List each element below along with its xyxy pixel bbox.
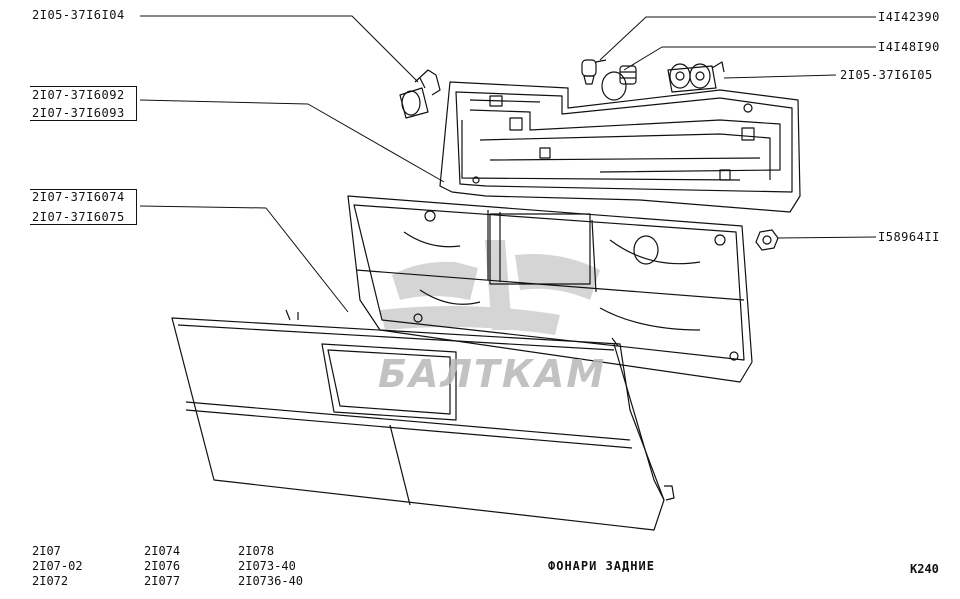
page-code: К240 bbox=[910, 562, 939, 576]
nut bbox=[755, 229, 779, 251]
model-item: 2I078 bbox=[238, 544, 275, 558]
model-item: 2I0736-40 bbox=[238, 574, 304, 588]
part-label-15896411: I58964II bbox=[878, 230, 940, 244]
bulb-large bbox=[601, 65, 637, 101]
model-item: 2I072 bbox=[32, 574, 69, 588]
circuit-plate bbox=[439, 81, 801, 213]
model-item: 2I076 bbox=[144, 559, 181, 573]
part-label-2105-3716104: 2I05-37I6I04 bbox=[32, 8, 125, 22]
part-label-2107-3716074: 2I07-37I6074 bbox=[32, 190, 125, 204]
model-item: 2I074 bbox=[144, 544, 181, 558]
model-item: 2I07-02 bbox=[32, 559, 83, 573]
model-item: 2I077 bbox=[144, 574, 181, 588]
model-list-col1: 2I07 2I07-02 2I072 bbox=[32, 544, 83, 589]
label-bracket-2 bbox=[30, 189, 137, 225]
bulb-socket-right bbox=[667, 61, 725, 93]
watermark-emblem bbox=[380, 240, 600, 335]
model-item: 2I07 bbox=[32, 544, 61, 558]
diagram-title: ФОНАРИ ЗАДНИЕ bbox=[548, 559, 655, 573]
model-list-col2: 2I074 2I076 2I077 bbox=[144, 544, 180, 589]
label-bracket-1 bbox=[30, 86, 137, 121]
part-label-2105-3716105: 2I05-37I6I05 bbox=[840, 68, 933, 82]
bulb-small bbox=[581, 59, 607, 85]
part-label-14148190: I4I48I90 bbox=[878, 40, 940, 54]
reflector-housing bbox=[347, 195, 753, 383]
leader-lines bbox=[139, 15, 877, 313]
model-item: 2I073-40 bbox=[238, 559, 296, 573]
part-label-14142390: I4I42390 bbox=[878, 10, 940, 24]
bulb-holder-left bbox=[399, 69, 441, 119]
part-label-2107-3716092: 2I07-37I6092 bbox=[32, 88, 125, 102]
model-list-col3: 2I078 2I073-40 2I0736-40 bbox=[238, 544, 303, 589]
part-label-2107-3716093: 2I07-37I6093 bbox=[32, 106, 125, 120]
part-label-2107-3716075: 2I07-37I6075 bbox=[32, 210, 125, 224]
lens-cover bbox=[171, 309, 675, 531]
watermark-text: БАЛТКАМ bbox=[378, 352, 607, 396]
